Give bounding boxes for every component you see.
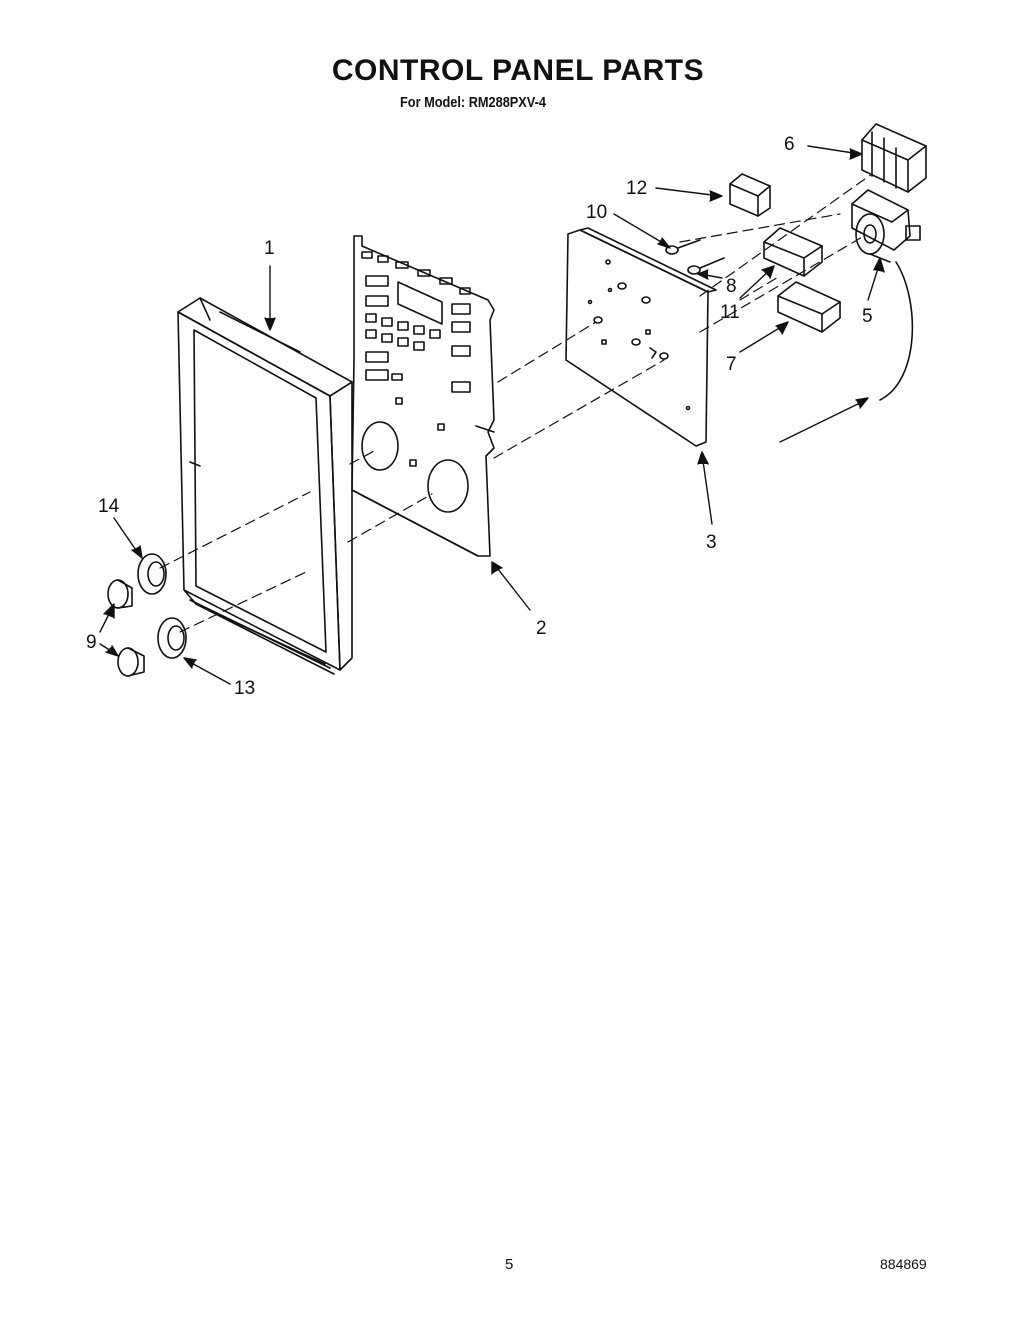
callout-11: 11 [720, 302, 740, 323]
callout-12: 12 [626, 178, 647, 199]
leader-lines [99, 145, 885, 685]
callout-14: 14 [98, 496, 120, 517]
part-10-connector [665, 239, 701, 255]
callout-10: 10 [586, 202, 607, 223]
part-7-component [777, 281, 841, 333]
page-number: 5 [505, 1256, 514, 1273]
assembly-lines [159, 173, 873, 633]
part-9-knob-upper [107, 579, 133, 609]
callout-1: 1 [264, 238, 275, 259]
callout-labels: 1 2 3 5 6 7 8 9 10 11 12 13 14 [86, 134, 873, 699]
callout-7: 7 [726, 354, 737, 375]
model-subtitle: For Model: RM288PXV-4 [400, 94, 546, 111]
part-6-component [861, 123, 927, 193]
document-number: 884869 [880, 1256, 927, 1272]
part-9-knob-lower [117, 647, 145, 677]
part-8-connector [687, 257, 725, 275]
part-12-component [729, 173, 771, 217]
callout-6: 6 [784, 134, 795, 155]
callout-3: 3 [706, 532, 717, 553]
callout-13: 13 [234, 678, 255, 699]
callout-2: 2 [536, 618, 547, 639]
part-2-panel [351, 235, 495, 557]
callout-5: 5 [862, 306, 873, 327]
part-14-ring [137, 553, 167, 595]
part-13-ring [157, 617, 187, 659]
part-5-motor [851, 189, 921, 401]
callout-8: 8 [726, 276, 737, 297]
part-11-component [763, 227, 823, 277]
part-1-frame [177, 297, 353, 675]
page-title: CONTROL PANEL PARTS [331, 54, 705, 87]
part-3-board [565, 227, 717, 447]
callout-9: 9 [86, 632, 97, 653]
